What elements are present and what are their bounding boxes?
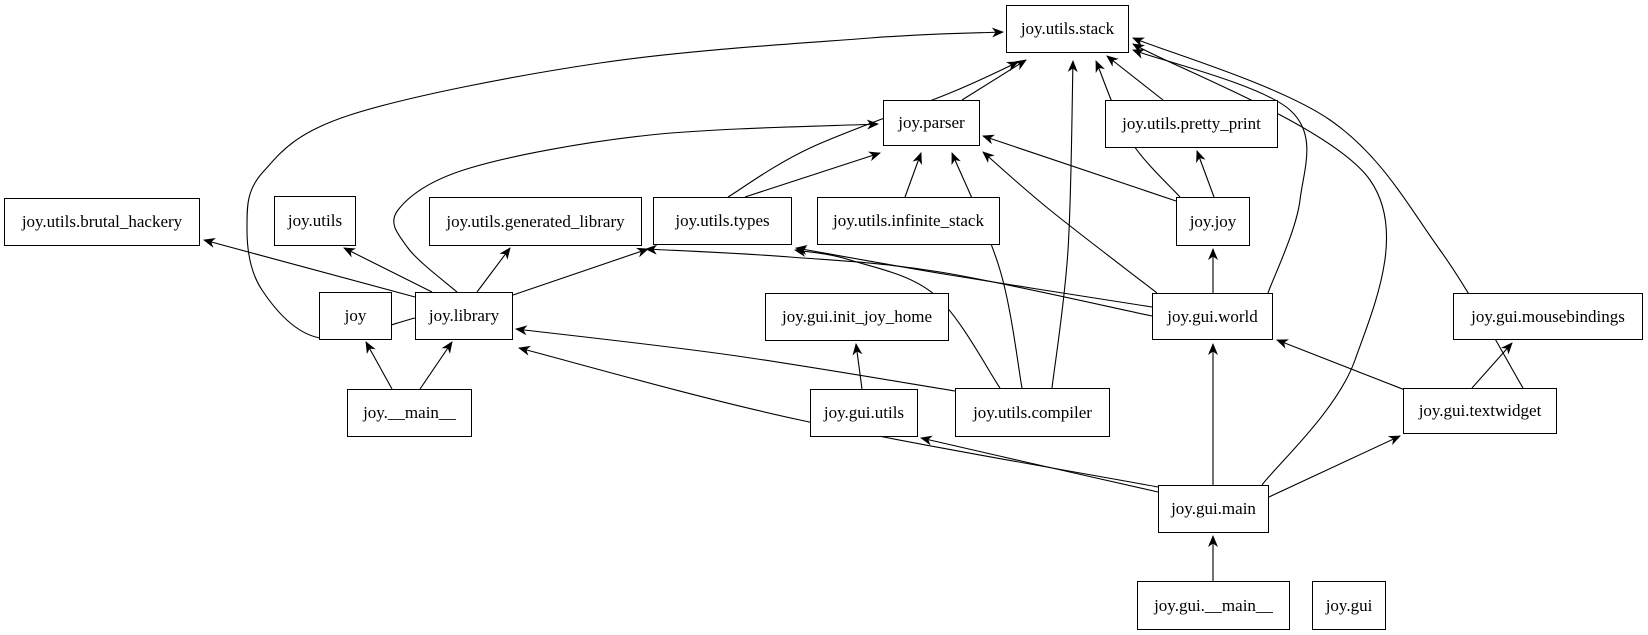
edge-joyjoy-to-parser	[982, 134, 1177, 202]
edge-world-to-parser	[982, 151, 1158, 294]
graph-node-library: joy.library	[415, 292, 513, 340]
graph-node-genlib: joy.utils.generated_library	[429, 197, 642, 246]
edge-guimain-to-guiutils	[920, 435, 1159, 493]
edge-jmain-to-library	[419, 341, 453, 390]
graph-node-utils: joy.utils	[274, 196, 356, 246]
graph-node-joy: joy	[319, 292, 392, 340]
graph-node-inithome: joy.gui.init_joy_home	[765, 293, 949, 341]
graph-node-world: joy.gui.world	[1152, 293, 1273, 340]
edge-guiutils-to-inithome	[852, 343, 863, 390]
graph-node-pretty: joy.utils.pretty_print	[1105, 100, 1278, 148]
graph-node-compiler: joy.utils.compiler	[955, 388, 1110, 437]
edge-compiler-to-parser	[951, 152, 1023, 389]
graph-node-brutal: joy.utils.brutal_hackery	[4, 198, 200, 246]
graph-node-jmain: joy.__main__	[347, 389, 472, 437]
edge-compiler-to-library	[515, 325, 956, 392]
edge-inf-to-parser	[904, 152, 922, 198]
edge-guimain-to-library	[518, 345, 1159, 488]
graph-node-parser: joy.parser	[883, 100, 980, 146]
graph-node-guimainm: joy.gui.__main__	[1137, 581, 1290, 630]
edge-types-to-parser	[744, 151, 881, 198]
edge-pretty-to-stack	[1106, 55, 1164, 101]
edge-library-to-genlib	[476, 247, 511, 293]
edge-guimain-to-stack	[1132, 43, 1388, 486]
edge-world-to-genlib	[645, 244, 1153, 317]
edge-library-to-stack	[246, 27, 1004, 340]
edge-world-to-types	[795, 244, 1153, 308]
edge-library-to-types	[512, 247, 649, 296]
graph-node-gui: joy.gui	[1312, 581, 1386, 630]
edge-world-to-stack	[1132, 49, 1308, 294]
graph-node-stack: joy.utils.stack	[1006, 5, 1129, 53]
edge-joyjoy-to-pretty	[1196, 150, 1215, 198]
edge-textw-to-world	[1276, 339, 1406, 391]
graph-node-types: joy.utils.types	[653, 197, 792, 245]
graph-node-joyjoy: joy.joy	[1176, 197, 1250, 246]
graph-node-inf: joy.utils.infinite_stack	[817, 197, 1000, 245]
edge-textw-to-mouse	[1471, 342, 1513, 389]
edge-library-to-utils	[343, 247, 433, 293]
edge-parser-to-stack	[961, 59, 1027, 101]
edge-types-to-stack	[727, 61, 1019, 198]
edge-library-to-brutal	[203, 238, 416, 298]
graph-node-mouse: joy.gui.mousebindings	[1453, 293, 1643, 340]
edge-guimain-to-textw	[1268, 435, 1401, 498]
edge-compiler-to-stack	[1051, 60, 1078, 389]
graph-node-guimain: joy.gui.main	[1158, 485, 1269, 533]
graph-node-textw: joy.gui.textwidget	[1403, 388, 1557, 434]
edge-library-to-parser	[393, 119, 879, 293]
graph-node-guiutils: joy.gui.utils	[810, 389, 918, 437]
edge-jmain-to-joy	[365, 341, 393, 390]
edge-compiler-to-types	[794, 247, 1001, 389]
